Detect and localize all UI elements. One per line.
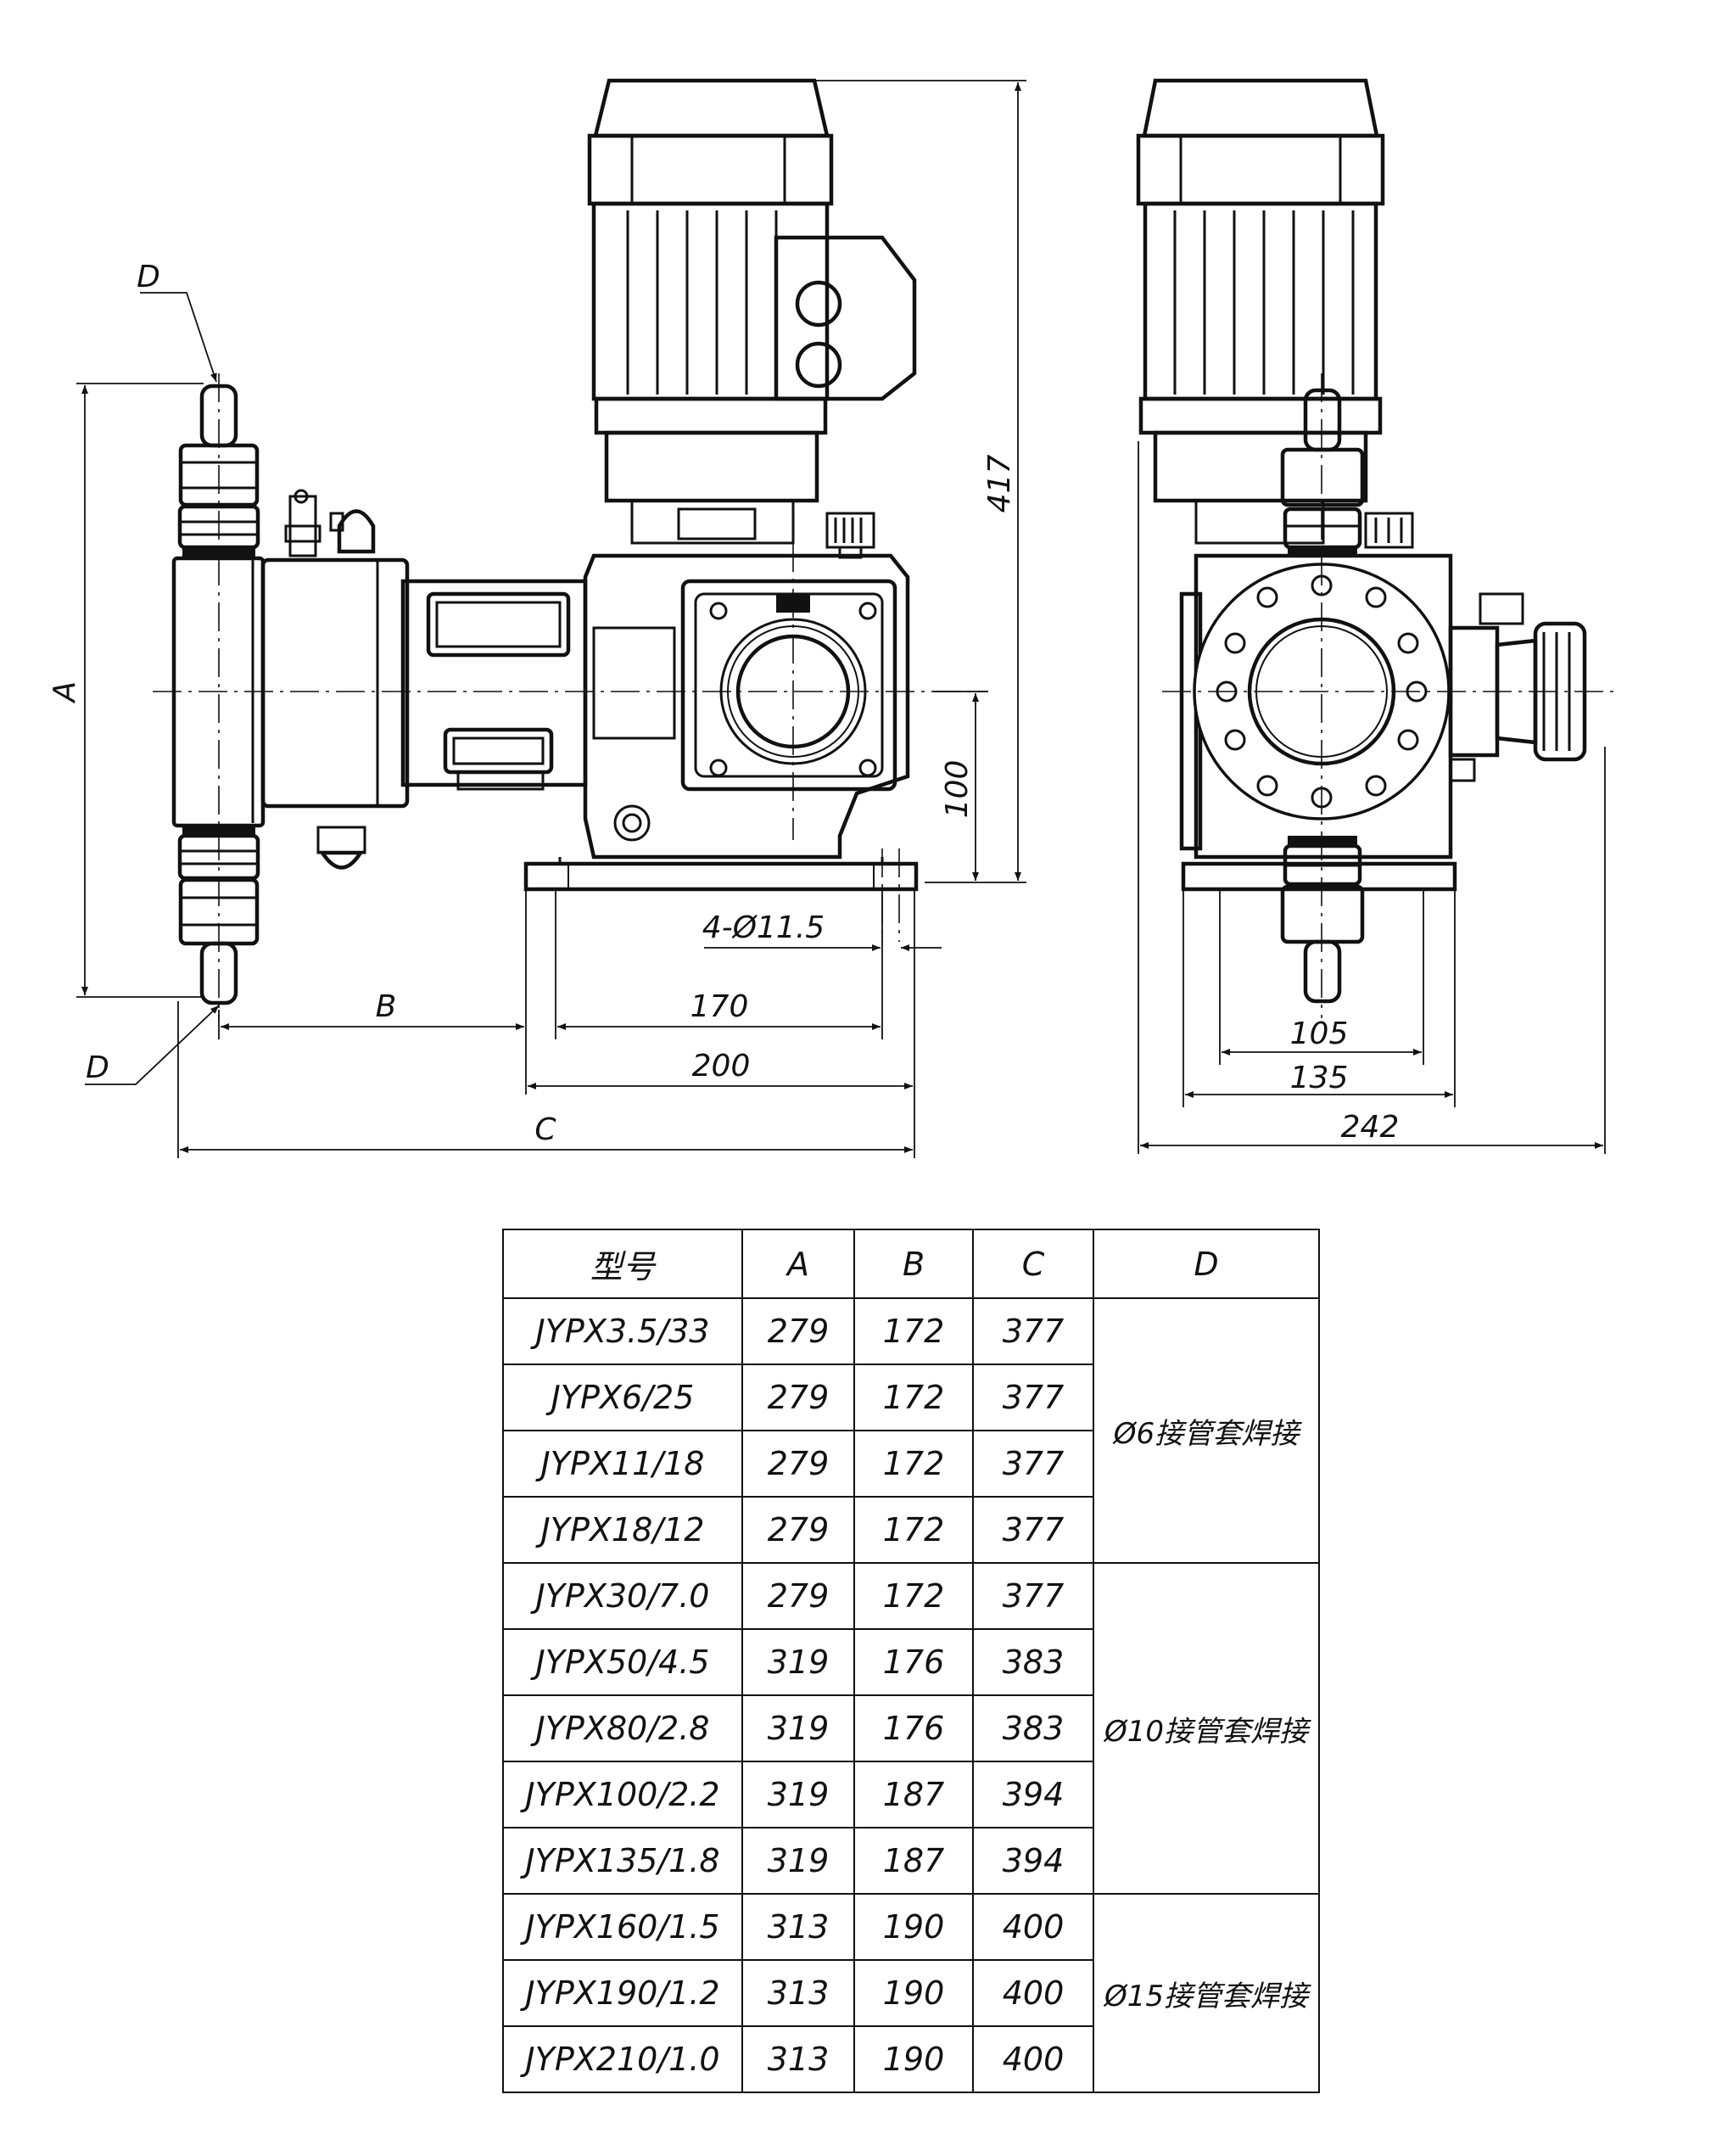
dim-label-b: B: [376, 989, 397, 1024]
dimension-table: 型号 A B C D JYPX3.5/33 279 172 377 Ø6接管套焊…: [502, 1229, 1320, 2093]
cell-b: 187: [853, 1827, 974, 1895]
dim-label-d-top: D: [137, 260, 160, 294]
dim-170: 170: [690, 989, 749, 1024]
side-view: [1136, 78, 1620, 1018]
cell-b: 172: [853, 1430, 974, 1498]
cell-model: JYPX50/4.5: [502, 1628, 743, 1696]
cell-model: JYPX11/18: [502, 1430, 743, 1498]
cell-connection: Ø6接管套焊接: [1093, 1297, 1320, 1564]
cell-model: JYPX100/2.2: [502, 1761, 743, 1828]
cell-b: 190: [853, 2025, 974, 2093]
cell-c: 377: [972, 1430, 1094, 1498]
cell-a: 319: [741, 1827, 855, 1895]
table-row: JYPX190/1.2 313 190 400: [502, 1959, 1319, 2027]
side-motor: [1136, 78, 1385, 545]
cell-c: 383: [972, 1628, 1094, 1696]
dim-label-a: A: [48, 681, 82, 704]
cell-a: 313: [741, 1959, 855, 2027]
connecting-rod-housing: [400, 579, 588, 791]
cell-b: 176: [853, 1694, 974, 1762]
dim-100: 100: [940, 760, 975, 819]
cell-c: 400: [972, 1893, 1094, 1961]
table-row: JYPX18/12 279 172 377: [502, 1496, 1319, 1564]
cell-a: 313: [741, 2025, 855, 2093]
header-b: B: [853, 1229, 974, 1299]
dimension-labels: 417 100 A B 170 200 C 4-Ø11.5 D D 105 13…: [48, 260, 1399, 1147]
side-bottom-valve: [1280, 836, 1365, 1004]
technical-drawing: 417 100 A B 170 200 C 4-Ø11.5 D D 105 13…: [48, 78, 1620, 1158]
cell-c: 377: [972, 1496, 1094, 1564]
table-row: JYPX3.5/33 279 172 377 Ø6接管套焊接: [502, 1297, 1320, 1564]
dim-417: 417: [982, 455, 1017, 513]
cell-b: 172: [853, 1297, 974, 1365]
cell-model: JYPX160/1.5: [502, 1893, 743, 1961]
cell-model: JYPX18/12: [502, 1496, 743, 1564]
table-row: JYPX210/1.0 313 190 400: [502, 2025, 1319, 2093]
cell-b: 172: [853, 1496, 974, 1564]
cell-c: 400: [972, 2025, 1094, 2093]
table-row: JYPX50/4.5 319 176 383: [502, 1628, 1319, 1696]
cell-a: 279: [741, 1364, 855, 1431]
cell-c: 377: [972, 1562, 1094, 1630]
dim-label-c: C: [534, 1112, 556, 1147]
base-plate: [523, 857, 919, 892]
header-a: A: [741, 1229, 855, 1299]
cell-c: 383: [972, 1694, 1094, 1762]
front-view: [153, 78, 988, 1018]
dim-135: 135: [1290, 1061, 1349, 1095]
motor: [587, 78, 917, 545]
cell-c: 394: [972, 1827, 1094, 1895]
cell-model: JYPX6/25: [502, 1364, 743, 1431]
cell-c: 400: [972, 1959, 1094, 2027]
table-row: JYPX6/25 279 172 377: [502, 1364, 1319, 1431]
dim-242: 242: [1341, 1110, 1400, 1145]
cell-b: 172: [853, 1562, 974, 1630]
table-row: JYPX30/7.0 279 172 377 Ø10接管套焊接: [502, 1562, 1320, 1895]
cell-a: 279: [741, 1297, 855, 1365]
cell-model: JYPX80/2.8: [502, 1694, 743, 1762]
cell-a: 279: [741, 1430, 855, 1498]
cell-c: 394: [972, 1761, 1094, 1828]
cell-a: 319: [741, 1761, 855, 1828]
cell-model: JYPX30/7.0: [502, 1562, 743, 1630]
cell-model: JYPX135/1.8: [502, 1827, 743, 1895]
gearbox-housing: [583, 512, 910, 860]
side-body: [1179, 512, 1587, 860]
cell-a: 319: [741, 1694, 855, 1762]
cell-b: 190: [853, 1959, 974, 2027]
table-row: JYPX11/18 279 172 377: [502, 1430, 1319, 1498]
header-model: 型号: [502, 1229, 743, 1299]
dim-base-holes: 4-Ø11.5: [702, 910, 825, 945]
cell-model: JYPX190/1.2: [502, 1959, 743, 2027]
cell-a: 279: [741, 1562, 855, 1630]
cell-c: 377: [972, 1297, 1094, 1365]
cell-connection: Ø15接管套焊接: [1093, 1893, 1320, 2093]
table-row: JYPX100/2.2 319 187 394: [502, 1761, 1319, 1828]
cell-connection: Ø10接管套焊接: [1093, 1562, 1320, 1895]
table-row: JYPX135/1.8 319 187 394: [502, 1827, 1319, 1895]
table-row: JYPX160/1.5 313 190 400 Ø15接管套焊接: [502, 1893, 1320, 2093]
cell-model: JYPX3.5/33: [502, 1297, 743, 1365]
cell-model: JYPX210/1.0: [502, 2025, 743, 2093]
header-d: D: [1093, 1229, 1320, 1299]
cell-a: 319: [741, 1628, 855, 1696]
dimension-lines: [76, 80, 1606, 1158]
cell-c: 377: [972, 1364, 1094, 1431]
cell-a: 313: [741, 1893, 855, 1961]
table-header-row: 型号 A B C D: [502, 1229, 1320, 1299]
dim-105: 105: [1290, 1016, 1349, 1051]
table-row: JYPX80/2.8 319 176 383: [502, 1694, 1319, 1762]
header-c: C: [972, 1229, 1094, 1299]
cell-b: 190: [853, 1893, 974, 1961]
cell-a: 279: [741, 1496, 855, 1564]
cell-b: 187: [853, 1761, 974, 1828]
cell-b: 172: [853, 1364, 974, 1431]
cell-b: 176: [853, 1628, 974, 1696]
dim-label-d-bottom: D: [86, 1050, 109, 1085]
dim-200: 200: [692, 1049, 751, 1084]
